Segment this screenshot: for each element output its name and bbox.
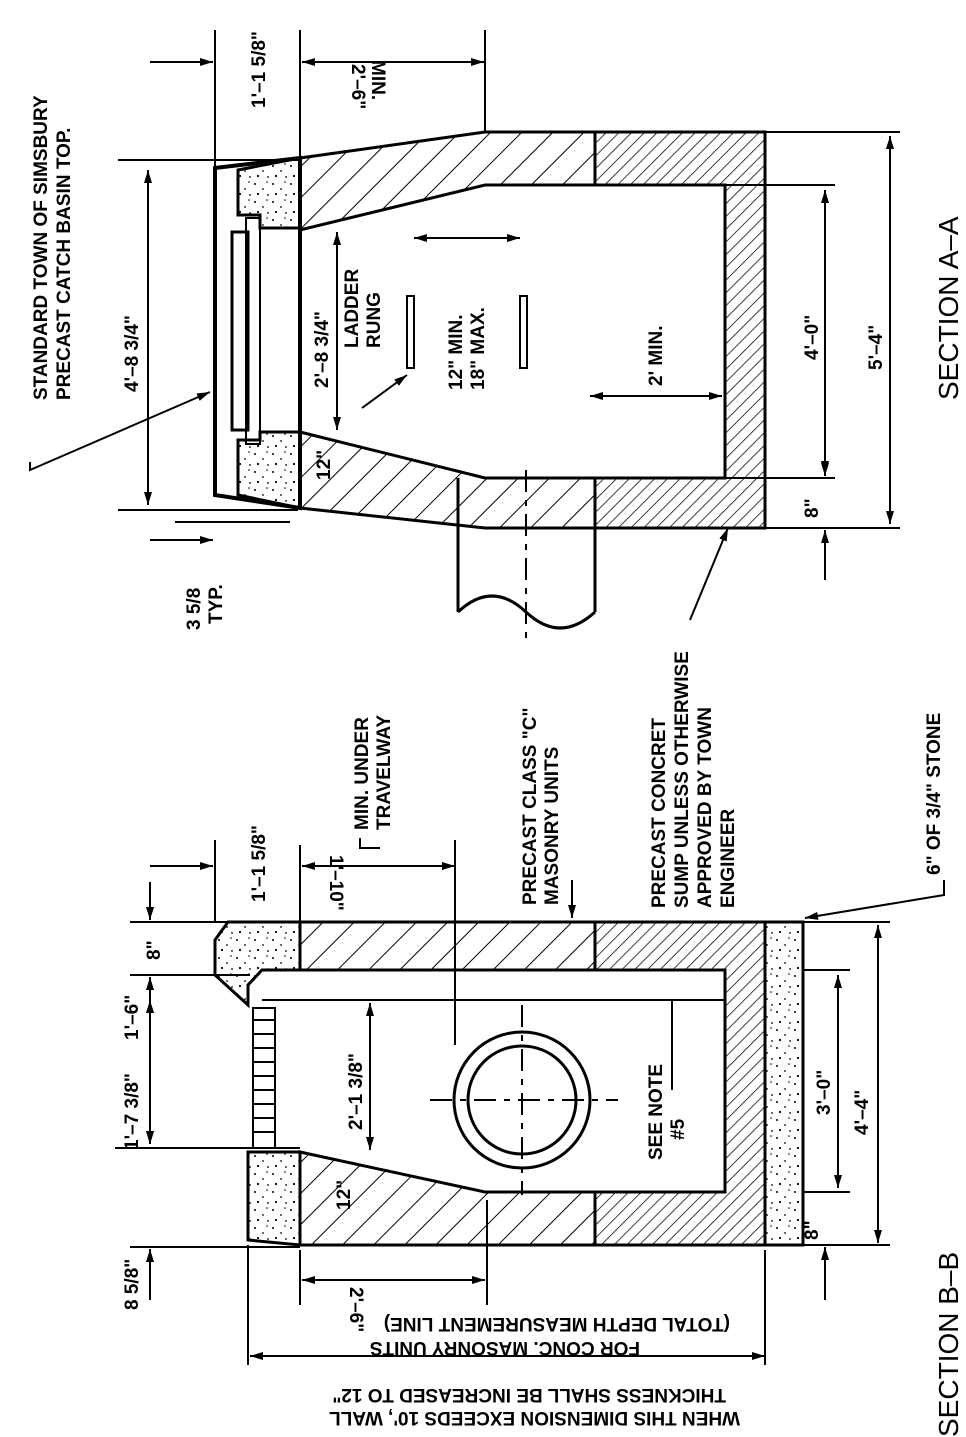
- b-sump: [593, 920, 767, 1247]
- b-see-note-2: #5: [668, 1118, 689, 1140]
- b-dim-1-10-text: 1'–10": [325, 855, 346, 911]
- b-dim-2-6: 2'–6": [345, 1287, 366, 1332]
- dim-outside-text: 5'–4": [866, 325, 887, 370]
- b-dim-8-5-8: 8 5/8": [122, 1259, 143, 1310]
- b-under-travelway-1: MIN. UNDER: [352, 717, 373, 830]
- b-stone-note: 6" OF 3/4" STONE: [924, 713, 945, 875]
- sump: [593, 130, 767, 530]
- b-depth-note-1: WHEN THIS DIMENSION EXCEEDS 10', WALL: [329, 1407, 740, 1428]
- dim-inside-text: 4'–0": [802, 315, 823, 360]
- basin-top-leader: [29, 391, 211, 472]
- rung-spacing-2: 18" MAX.: [468, 307, 489, 390]
- b-dim-4-4: 4'–4": [852, 1090, 873, 1135]
- b-depth-note-2: THICKNESS SHALL BE INCREASED TO 12": [332, 1384, 726, 1405]
- sump-note-2: SUMP UNLESS OTHERWISE: [672, 651, 693, 908]
- top-ring-right: [236, 430, 302, 510]
- sump-note-3: APPROVED BY TOWN: [695, 707, 716, 908]
- basin-top-note-2: PRECAST CATCH BASIN TOP.: [54, 128, 75, 400]
- ladder-label-2: RUNG: [364, 292, 385, 348]
- b-stone-bed: [763, 920, 805, 1247]
- labels: STANDARD TOWN OF SIMSBURY PRECAST CATCH …: [31, 31, 964, 1437]
- dim-1-1-5-8-text: 1'–1 5/8": [249, 31, 270, 108]
- sump-note-1: PRECAST CONCRET: [649, 718, 670, 908]
- b-dim-1-1-5-8-text: 1'–1 5/8": [249, 825, 270, 902]
- b-top-piece-upper: [213, 920, 302, 1009]
- dim-12-text: 12": [314, 450, 335, 480]
- typ-note-1: 3 5/8: [184, 588, 205, 630]
- b-masonry-note-2: MASONRY UNITS: [542, 747, 563, 905]
- b-see-note-1: SEE NOTE: [646, 1064, 667, 1160]
- ladder-rung-2: [519, 295, 528, 369]
- b-under-travelway-2: TRAVELWAY: [374, 715, 395, 830]
- b-grate: [252, 1007, 276, 1149]
- dim-2-min-text: 2' MIN.: [646, 326, 667, 386]
- basin-top-note-1: STANDARD TOWN OF SIMSBURY: [31, 95, 52, 400]
- b-depth-note-4: (TOTAL DEPTH MEASUREMENT LINE): [384, 1313, 730, 1334]
- section-a-drawing: [29, 30, 900, 640]
- sump-note-4: ENGINEER: [718, 808, 739, 908]
- b-masonry-note-1: PRECAST CLASS "C": [520, 708, 541, 905]
- ladder-label-1: LADDER: [342, 269, 363, 348]
- sump-leader: [689, 527, 729, 621]
- b-dim-8-bottom: 8": [802, 1220, 823, 1240]
- b-dim-1-7-3-8: 1'–7 3/8": [122, 1073, 143, 1150]
- b-dim-2-1-3-8: 2'–1 3/8": [346, 1053, 367, 1130]
- section-b-title: SECTION B–B: [933, 1252, 964, 1437]
- b-dim-1-6: 1'–6": [122, 995, 143, 1040]
- b-stone-leader: [804, 880, 945, 920]
- ladder-rung-1: [406, 295, 415, 369]
- b-depth-note-3: FOR CONC. MASONRY UNITS: [370, 1337, 640, 1358]
- rung-spacing-1: 12" MIN.: [446, 314, 467, 390]
- dim-2-6-min-text: 2'–6": [347, 64, 368, 109]
- b-top-piece-lower: [246, 1150, 302, 1247]
- b-wall-upper: [298, 920, 597, 972]
- dim-opening-text: 2'–8 3/4": [312, 311, 333, 388]
- ladder-leader: [361, 374, 408, 409]
- grate: [230, 230, 250, 432]
- b-dim-12: 12": [334, 1180, 355, 1210]
- dim-2-6-min-label: MIN.: [367, 60, 388, 100]
- b-dim-3-0: 3'–0": [814, 1070, 835, 1115]
- section-b-drawing: [115, 838, 945, 1365]
- dim-overall-top-text: 4'–8 3/4": [122, 315, 143, 392]
- cone-wall-lower: [298, 430, 597, 530]
- typ-note-2: TYP.: [206, 584, 227, 624]
- cone-wall-upper: [298, 130, 597, 232]
- dim-8-text: 8": [802, 498, 823, 518]
- b-dim-8-top: 8": [144, 940, 165, 960]
- section-a-title: SECTION A–A: [933, 216, 964, 400]
